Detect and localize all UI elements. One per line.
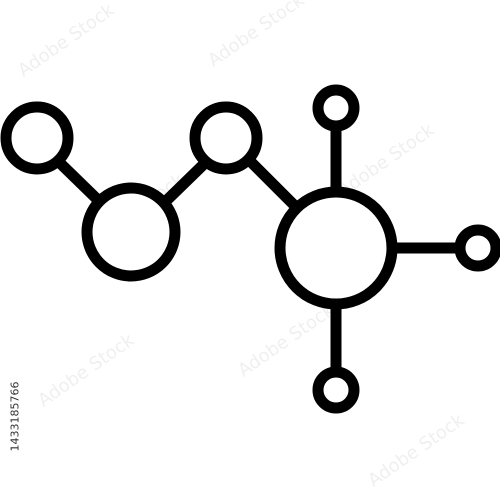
bond-line: [56, 159, 106, 208]
bond-line: [246, 157, 303, 214]
atom-node: [0, 101, 74, 175]
atom-node: [454, 224, 500, 272]
bond-line: [159, 159, 209, 208]
stock-id-label: 1433185766: [8, 381, 22, 452]
atom-node: [312, 84, 360, 132]
atom-node: [189, 101, 263, 175]
atom-node-center: [274, 186, 398, 310]
atom-node: [81, 182, 181, 282]
atom-node: [312, 366, 360, 414]
